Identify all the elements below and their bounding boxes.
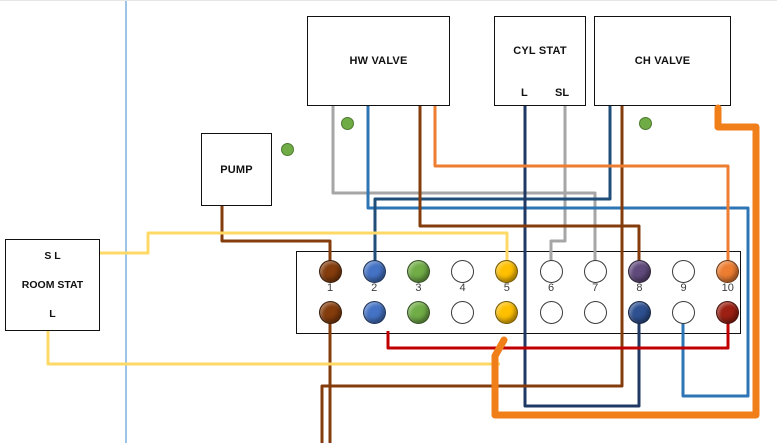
terminal-9-top-circle (672, 260, 696, 283)
hw-valve-box: HW VALVE (307, 16, 450, 106)
ch-valve-blue-wire (373, 106, 612, 266)
hw-valve-grey-wire (331, 106, 597, 266)
terminal-3-number: 3 (415, 282, 422, 294)
page-margin-line (125, 1, 127, 443)
terminal-8-top-circle (627, 260, 651, 283)
terminal-9-number: 9 (680, 282, 687, 294)
terminal-2-top-circle (362, 260, 386, 283)
ch-valve-indicator-dot (638, 116, 652, 130)
terminal-4-bottom-circle (451, 301, 475, 324)
terminal-1-top-circle (318, 260, 342, 283)
terminal-6-bottom-circle (539, 301, 563, 324)
pump-label: PUMP (220, 163, 253, 176)
terminal-8-number: 8 (636, 282, 643, 294)
hw-valve-orange-wire (433, 106, 730, 266)
cyl-stat-terminal-l-label: L (521, 87, 528, 99)
room-stat-label: ROOM STAT (21, 279, 84, 291)
ch-valve-label: CH VALVE (634, 55, 691, 67)
terminal-8-bottom-circle (627, 301, 651, 324)
room-stat-box: S L ROOM STAT L (5, 239, 100, 331)
terminal-3-bottom-circle (406, 301, 430, 324)
cyl-stat-terminal-sl-label: SL (555, 87, 570, 99)
terminal-6-number: 6 (547, 282, 555, 294)
terminal-7-number: 7 (592, 282, 599, 294)
room-stat-yellow-wire-lower (46, 331, 500, 366)
terminal-10-number: 10 (721, 282, 734, 294)
terminal-7-bottom-circle (583, 301, 607, 324)
cyl-stat-box: CYL STAT L SL (494, 16, 586, 106)
hw-valve-indicator-dot (340, 116, 354, 130)
ch-valve-box: CH VALVE (594, 16, 731, 106)
pump-indicator-dot (280, 142, 294, 156)
terminal-7-top-circle (583, 260, 607, 283)
terminal-2-bottom-circle (362, 301, 386, 324)
terminal-6-top-circle (539, 260, 563, 283)
terminal-3-top-circle (406, 260, 430, 283)
terminal-4-top-circle (451, 260, 475, 283)
cyl-stat-grey-wire (549, 106, 567, 266)
terminal-4-number: 4 (459, 282, 466, 294)
pump-box: PUMP (201, 133, 272, 206)
terminal-1-bottom-circle (318, 301, 342, 324)
cyl-stat-label: CYL STAT (513, 45, 567, 57)
terminal-1-number: 1 (326, 282, 334, 294)
hw-valve-label: HW VALVE (349, 55, 408, 67)
terminal-5-number: 5 (503, 282, 510, 294)
hw-valve-brown-wire (418, 106, 641, 266)
terminal-9-bottom-circle (672, 301, 696, 324)
terminal-2-number: 2 (371, 282, 378, 294)
room-stat-sl-label: S L (44, 250, 61, 262)
room-stat-l-label: L (49, 308, 56, 320)
